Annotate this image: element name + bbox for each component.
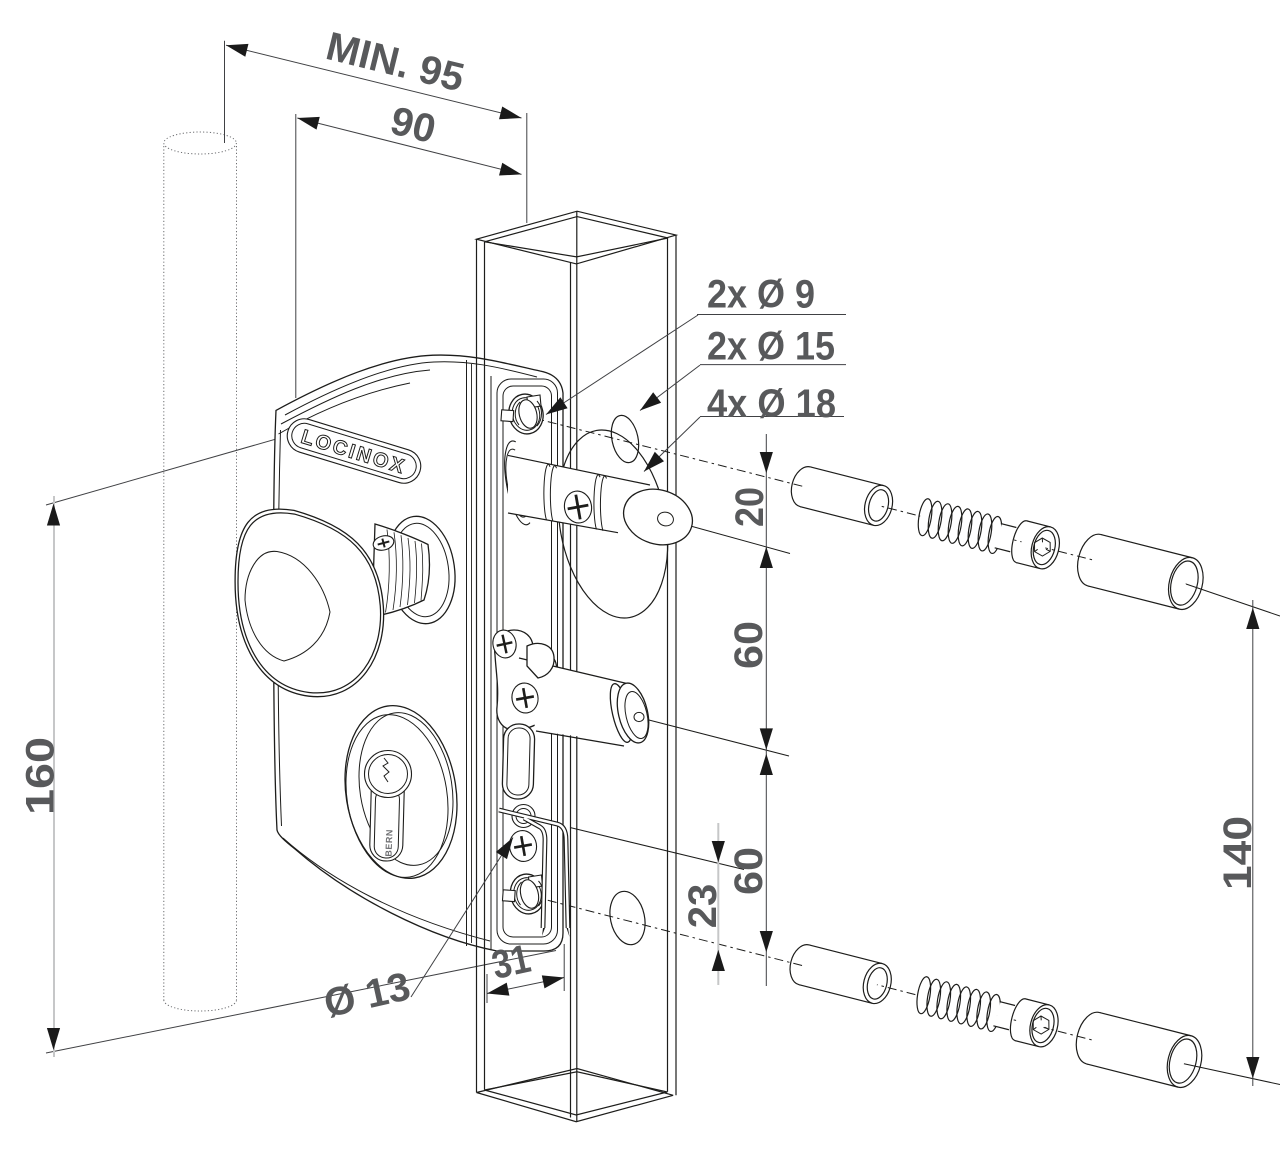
svg-text:140: 140 bbox=[1216, 816, 1260, 890]
svg-text:60: 60 bbox=[727, 847, 771, 895]
svg-text:60: 60 bbox=[727, 621, 771, 669]
svg-text:4x Ø 18: 4x Ø 18 bbox=[707, 382, 836, 426]
svg-text:90: 90 bbox=[386, 99, 440, 152]
svg-text:2x Ø 9: 2x Ø 9 bbox=[707, 273, 815, 317]
svg-text:2x Ø 15: 2x Ø 15 bbox=[707, 325, 835, 369]
svg-text:31: 31 bbox=[488, 937, 535, 988]
svg-text:23: 23 bbox=[681, 884, 725, 929]
svg-text:20: 20 bbox=[728, 487, 772, 527]
svg-text:BERN: BERN bbox=[384, 829, 395, 857]
svg-text:160: 160 bbox=[19, 737, 63, 815]
